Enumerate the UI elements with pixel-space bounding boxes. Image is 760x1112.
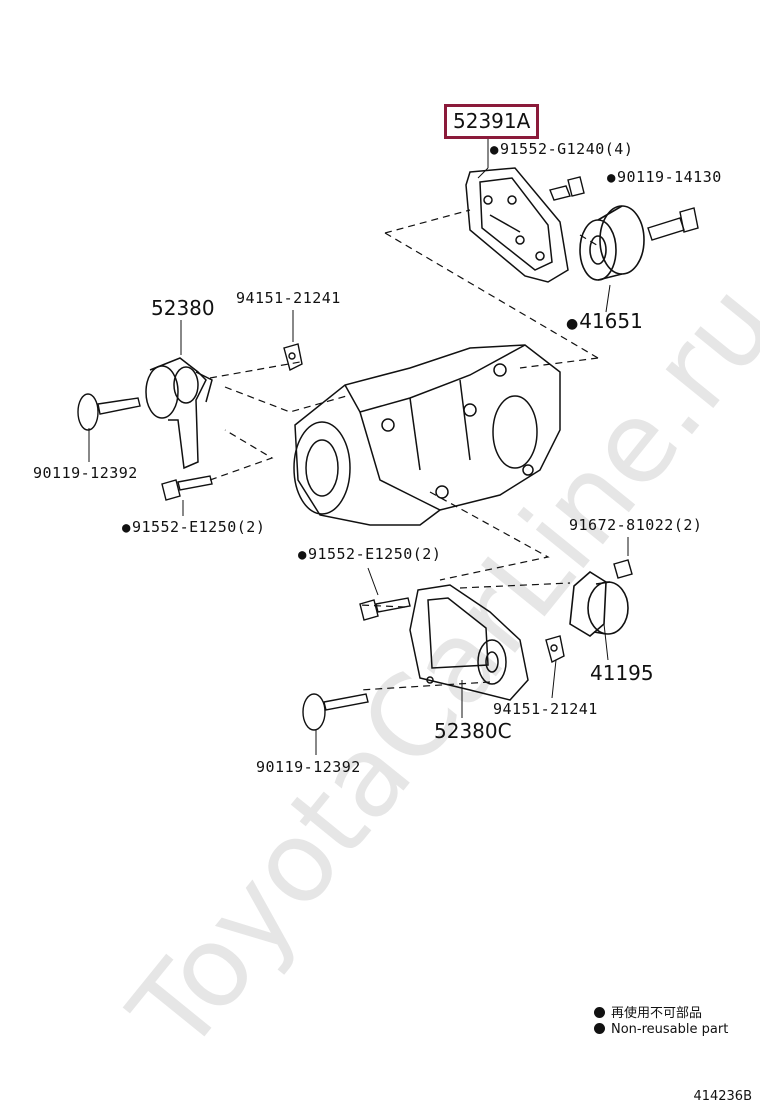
bracket-52391A (465, 167, 569, 283)
part-label-91672-81022[interactable]: 91672-81022(2) (569, 516, 703, 534)
legend-text-jp: 再使用不可部品 (611, 1006, 703, 1021)
part-label-52380[interactable]: 52380 (151, 296, 215, 320)
part-label-90119-12392-left[interactable]: 90119-12392 (33, 464, 138, 482)
bracket-52380C (409, 584, 529, 701)
part-label-41651[interactable]: 41651 (566, 309, 643, 333)
dashed-assembly-lines (209, 209, 601, 691)
part-label-94151-21241-bottom[interactable]: 94151-21241 (493, 700, 598, 718)
bolt-91552-G1240 (549, 176, 585, 201)
part-label-41195[interactable]: 41195 (590, 661, 654, 685)
bushing-41195 (569, 571, 629, 637)
bolt-90119-12392-left (77, 393, 141, 431)
bolt-90119-12392-bottom (302, 693, 369, 731)
bolt-90119-14130 (647, 207, 699, 241)
bolt-91552-E1250-bottom (359, 597, 411, 621)
differential-housing (293, 344, 561, 526)
part-label-94151-21241-top[interactable]: 94151-21241 (236, 289, 341, 307)
part-label-91552-E1250-left[interactable]: 91552-E1250(2) (122, 518, 265, 536)
part-label-90119-14130[interactable]: 90119-14130 (607, 168, 722, 186)
bolt-91552-E1250-left (161, 475, 213, 501)
leader-lines (88, 137, 629, 755)
part-label-52391A[interactable]: 52391A (444, 104, 540, 139)
bullet-icon (594, 1007, 605, 1018)
legend-item-en: Non-reusable part (594, 1022, 728, 1037)
part-label-91552-G1240[interactable]: 91552-G1240(4) (490, 140, 633, 158)
part-label-90119-12392-bottom[interactable]: 90119-12392 (256, 758, 361, 776)
legend-text-en: Non-reusable part (611, 1022, 729, 1037)
clip-94151-top (283, 343, 303, 372)
clip-94151-bottom (545, 635, 565, 664)
part-label-52380C[interactable]: 52380C (434, 719, 512, 743)
part-label-91552-E1250-bottom[interactable]: 91552-E1250(2) (298, 545, 441, 563)
bolt-91672-81022 (613, 559, 633, 579)
bracket-52380 (145, 357, 213, 470)
figure-code: 414236B (693, 1089, 752, 1104)
bullet-icon (594, 1023, 605, 1034)
bushing-41651 (579, 205, 645, 281)
legend-item-jp: 再使用不可部品 (594, 1002, 702, 1021)
